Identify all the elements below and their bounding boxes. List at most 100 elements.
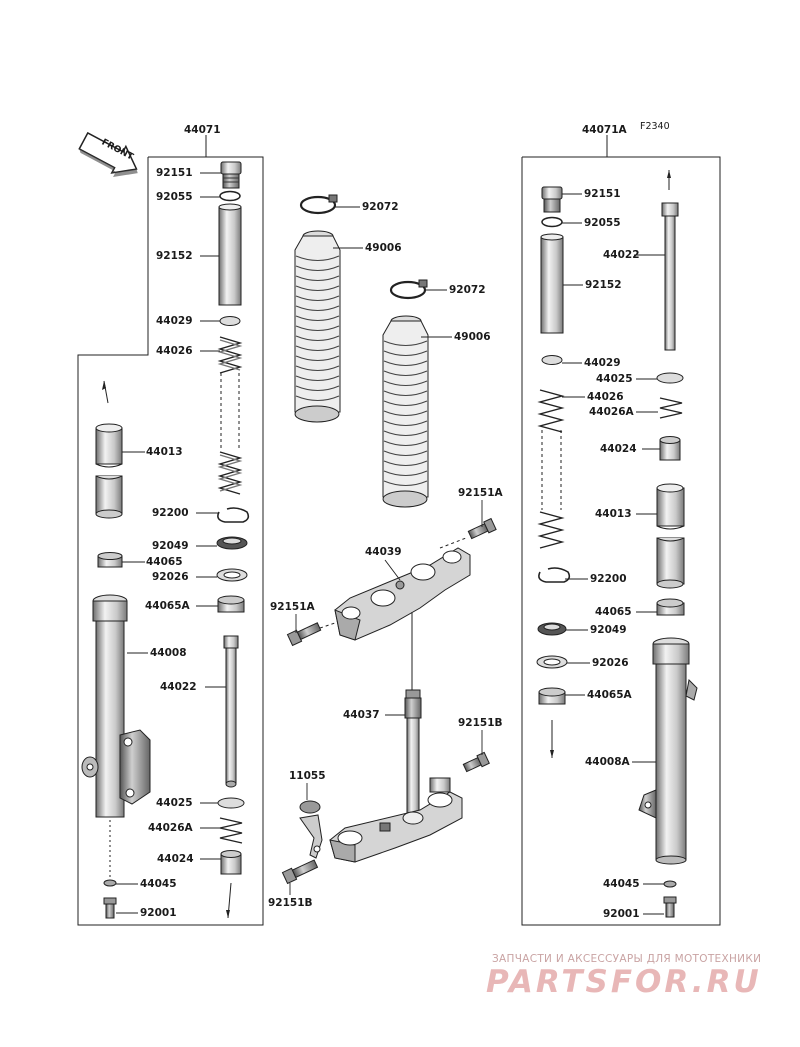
part-label: 92151B	[458, 717, 503, 729]
bracket-icon	[299, 800, 323, 859]
washer-icon	[656, 372, 684, 384]
part-label: 44008A	[585, 756, 630, 768]
cylinder-rod-icon	[661, 170, 679, 351]
cap-bolt-icon	[541, 186, 563, 213]
part-label: 44024	[157, 853, 194, 865]
part-label: 44026A	[148, 822, 193, 834]
outer-tube-icon	[81, 594, 151, 818]
lower-bracket-icon	[329, 777, 463, 863]
outer-tube-icon	[638, 637, 698, 865]
part-label: 92200	[152, 507, 189, 519]
part-label: 92151	[156, 167, 193, 179]
steering-stem-icon	[404, 689, 422, 814]
part-label: 44025	[596, 373, 633, 385]
part-label: 49006	[454, 331, 491, 343]
spacer-icon	[656, 483, 685, 589]
leader-lines	[116, 172, 665, 915]
part-label: 92151A	[270, 601, 315, 613]
spring-icon	[217, 451, 243, 495]
assembly-number-right: 44071A	[582, 124, 627, 136]
bushing-icon	[538, 687, 566, 705]
cap-bolt-icon	[220, 161, 242, 189]
watermark-brand: PARTSFOR.RU	[486, 964, 762, 1000]
part-label: 92026	[152, 571, 189, 583]
fork-boot-icon	[294, 230, 341, 423]
oil-lock-piece-icon	[220, 850, 242, 875]
part-label: 44025	[156, 797, 193, 809]
watermark-tagline: ЗАПЧАСТИ И АКСЕССУАРЫ ДЛЯ МОТОТЕХНИКИ	[492, 953, 762, 965]
spacer-icon	[95, 380, 123, 519]
part-label: 44022	[160, 681, 197, 693]
part-label: 44013	[146, 446, 183, 458]
part-label: 44065	[146, 556, 183, 568]
fork-boot-icon	[382, 315, 429, 508]
retaining-clip-icon	[217, 507, 250, 523]
bushing-icon	[97, 552, 123, 568]
spring-icon	[537, 389, 565, 433]
part-label: 44065	[595, 606, 632, 618]
bolt-icon	[281, 859, 319, 885]
washer-icon	[217, 797, 245, 809]
left-fork-frame	[77, 135, 264, 926]
right-fork-frame	[521, 135, 721, 926]
part-label: 92151A	[458, 487, 503, 499]
spring-icon	[219, 817, 243, 844]
bolt-icon	[286, 622, 322, 647]
part-label: 92055	[156, 191, 193, 203]
part-label: 92001	[603, 908, 640, 920]
part-label: 92049	[590, 624, 627, 636]
bushing-icon	[217, 595, 245, 613]
front-arrow-icon	[78, 131, 138, 177]
part-label: 49006	[365, 242, 402, 254]
bushing-icon	[656, 598, 685, 616]
spring-icon	[659, 397, 683, 419]
part-label: 44024	[600, 443, 637, 455]
oil-seal-icon	[537, 622, 567, 636]
part-label: 11055	[289, 770, 326, 782]
part-label: 92072	[362, 201, 399, 213]
part-label: 92151B	[268, 897, 313, 909]
hose-clamp-icon	[389, 279, 428, 300]
cylinder-rod-icon	[223, 635, 239, 788]
part-label: 44022	[603, 249, 640, 261]
part-label: 92049	[152, 540, 189, 552]
spring-icon	[537, 511, 565, 549]
part-label: 44045	[140, 878, 177, 890]
collar-tube-icon	[540, 236, 564, 334]
washer-icon	[219, 316, 241, 326]
hose-clamp-icon	[299, 194, 338, 215]
part-label: 44065A	[145, 600, 190, 612]
part-label: 44045	[603, 878, 640, 890]
part-label: 44029	[156, 315, 193, 327]
assembly-number-left: 44071	[184, 124, 221, 136]
diagram-code: F2340	[640, 121, 670, 132]
part-label: 44026	[587, 391, 624, 403]
part-label: 92072	[449, 284, 486, 296]
part-label: 92152	[156, 250, 193, 262]
bolt-icon	[103, 897, 117, 919]
bolt-icon	[462, 751, 490, 773]
part-label: 44039	[365, 546, 402, 558]
washer-icon	[541, 355, 563, 365]
part-label: 92001	[140, 907, 177, 919]
o-ring-icon	[219, 190, 241, 202]
part-label: 44065A	[587, 689, 632, 701]
collar-tube-icon	[218, 206, 242, 306]
spring-icon	[217, 336, 243, 374]
part-label: 92055	[584, 217, 621, 229]
part-label: 44008	[150, 647, 187, 659]
part-label: 92026	[592, 657, 629, 669]
bolt-icon	[663, 896, 677, 918]
part-label: 44013	[595, 508, 632, 520]
bolt-icon	[467, 517, 497, 540]
o-ring-icon	[541, 216, 563, 228]
retaining-clip-icon	[538, 567, 571, 583]
oil-seal-icon	[216, 536, 248, 550]
part-label: 92151	[584, 188, 621, 200]
gasket-icon	[663, 880, 677, 888]
part-label: 44037	[343, 709, 380, 721]
oil-lock-piece-icon	[659, 436, 681, 461]
part-label: 44026A	[589, 406, 634, 418]
